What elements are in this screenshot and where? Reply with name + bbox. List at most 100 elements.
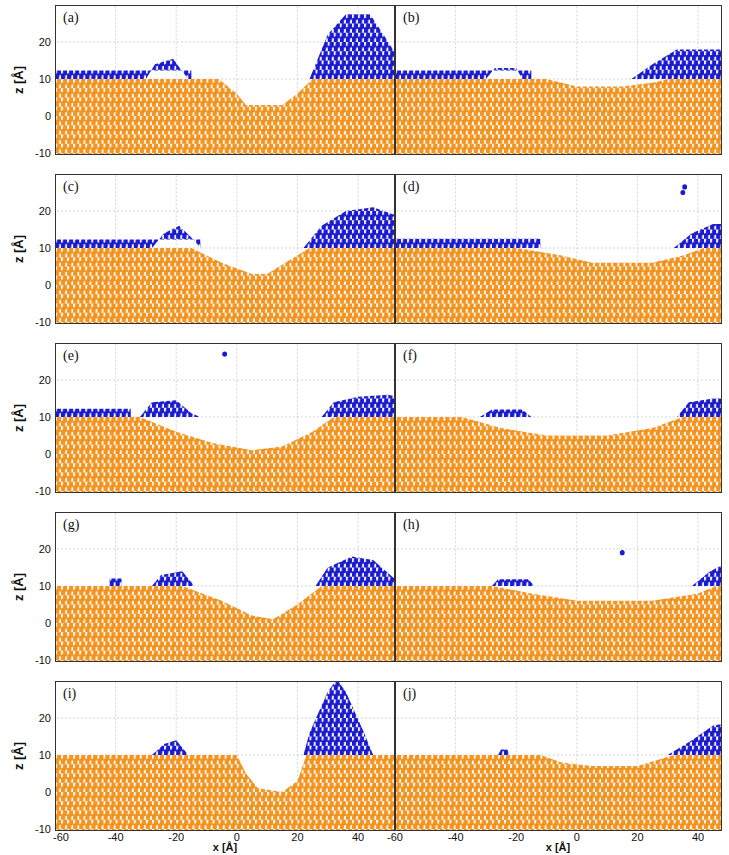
plot-shape [222, 352, 227, 357]
panel-letter: (d) [403, 180, 419, 194]
plot-shape [395, 512, 722, 662]
plot-shape [55, 248, 395, 324]
axis-title: z [Å] [12, 235, 25, 263]
plot-shape [55, 586, 395, 662]
plot-shape [396, 682, 722, 831]
plot-shape [395, 343, 722, 493]
plot-shape [55, 79, 395, 155]
plot-shape [55, 207, 395, 248]
plot-shape [56, 682, 395, 831]
tick-label: 0 [45, 618, 51, 629]
tick-label: 10 [39, 74, 51, 85]
panel-frames [56, 6, 722, 831]
plot-shape [680, 190, 685, 195]
plot-shape [56, 344, 395, 493]
plot-shape [55, 681, 395, 831]
plot-shape [396, 6, 722, 155]
panel-letter: (b) [403, 11, 419, 25]
panel-d [395, 174, 722, 324]
tick-label: 0 [574, 832, 580, 843]
tick-label: 20 [631, 832, 643, 843]
plot-shape [395, 174, 722, 324]
axis-title: z [Å] [12, 66, 25, 94]
tick-label: -10 [35, 148, 51, 159]
plot-shape [55, 512, 395, 662]
plot-shape [395, 248, 722, 324]
tick-label: 10 [39, 243, 51, 254]
plot-shape [395, 5, 722, 155]
tick-label: 0 [45, 111, 51, 122]
tick-label: 20 [39, 206, 51, 217]
tick-label: -60 [387, 832, 403, 843]
tick-label: -40 [448, 832, 464, 843]
plot-shape [55, 512, 395, 662]
plot-shape [395, 512, 722, 662]
plot-shape [56, 175, 395, 324]
plot-shape [395, 79, 722, 155]
tick-label: 20 [39, 37, 51, 48]
panel-letter: (h) [403, 518, 419, 532]
panel-letter: (a) [63, 11, 79, 25]
axis-title: z [Å] [12, 573, 25, 601]
tick-label: 0 [45, 787, 51, 798]
tick-label: -20 [168, 832, 184, 843]
tick-label: -10 [35, 317, 51, 328]
tick-label: 0 [45, 449, 51, 460]
plot-shape [55, 755, 395, 831]
plot-shape [55, 681, 395, 831]
plot-shape [396, 344, 722, 493]
plot-shape [55, 343, 395, 493]
panel-letter: (e) [63, 349, 79, 363]
plot-shape [152, 681, 373, 755]
tick-label: 10 [39, 750, 51, 761]
plot-shape [395, 49, 722, 79]
tick-label: -20 [508, 832, 524, 843]
axis-title: z [Å] [12, 404, 25, 432]
plot-shape [395, 5, 722, 155]
tick-label: 20 [291, 832, 303, 843]
plot-shape [395, 755, 722, 831]
tick-label: 10 [39, 581, 51, 592]
panel-a [55, 5, 395, 155]
plot-shape [55, 14, 395, 79]
plot-shape [395, 681, 722, 831]
tick-label: 40 [692, 832, 704, 843]
tick-label: -60 [53, 832, 69, 843]
plot-shape [620, 550, 625, 555]
plot-shape [682, 184, 687, 189]
tick-label: 20 [39, 713, 51, 724]
panel-f [395, 343, 722, 493]
panel-letter: (g) [63, 518, 79, 532]
tick-label: 0 [45, 280, 51, 291]
panel-letter: (j) [403, 687, 416, 701]
tick-label: 20 [39, 544, 51, 555]
panel-letter: (c) [63, 180, 79, 194]
panel-j [395, 681, 722, 831]
plot-shape [55, 395, 395, 417]
plot-shape [395, 174, 722, 324]
plot-shape [396, 175, 722, 324]
plot-shape [492, 562, 722, 586]
panel-e [55, 343, 395, 493]
plot-shape [55, 5, 395, 155]
axis-title: z [Å] [12, 742, 25, 770]
plot-shape [55, 417, 395, 493]
panel-letter: (f) [403, 349, 417, 363]
plot-shape [56, 513, 395, 662]
plot-shape [498, 720, 722, 755]
tick-label: 20 [39, 375, 51, 386]
axis-title: x [Å] [546, 842, 570, 853]
tick-label: -10 [35, 824, 51, 835]
plot-shape [480, 399, 722, 418]
plot-shape [395, 681, 722, 831]
plot-shape [56, 6, 395, 155]
plot-shape [395, 417, 722, 493]
plot-shape [55, 343, 395, 493]
plot-shape [110, 556, 395, 586]
panel-c [55, 174, 395, 324]
axis-title: x [Å] [213, 842, 237, 853]
panel-i [55, 681, 395, 831]
tick-label: -10 [35, 655, 51, 666]
